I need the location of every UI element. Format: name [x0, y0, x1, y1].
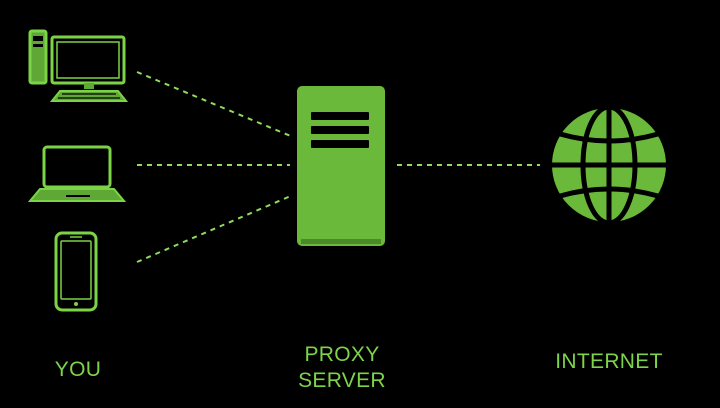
proxy-label-line1: PROXY [304, 343, 380, 366]
phone-to-proxy-line [136, 194, 294, 263]
you-label: YOU [54, 358, 102, 381]
internet-label: INTERNET [555, 350, 663, 373]
smartphone-icon [54, 231, 98, 312]
server-icon [297, 86, 385, 246]
connection-lines [136, 71, 540, 263]
proxy-server-label: PROXY SERVER [280, 342, 404, 394]
proxy-label-line2: SERVER [298, 369, 386, 392]
globe-icon [550, 104, 668, 226]
desktop-to-proxy-line [136, 71, 294, 138]
desktop-computer-icon [28, 29, 129, 102]
laptop-icon [27, 145, 127, 202]
